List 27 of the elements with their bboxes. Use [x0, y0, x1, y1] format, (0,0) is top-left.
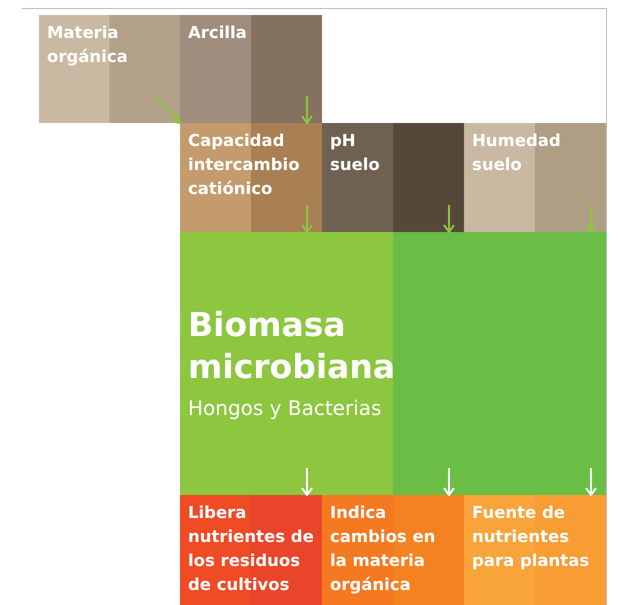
tile-label: Arcilla	[188, 22, 247, 44]
tile	[180, 15, 322, 123]
tile	[464, 495, 606, 605]
arrow	[585, 205, 597, 233]
arrow	[443, 468, 455, 496]
tile	[180, 232, 606, 495]
tile-subtitle: Hongos y Bacterias	[188, 395, 382, 422]
arrow	[443, 205, 455, 233]
tile	[322, 495, 464, 605]
arrow	[301, 468, 313, 496]
tile-label: Capacidad intercambio catiónico	[188, 130, 301, 200]
tile	[464, 123, 606, 232]
tile	[39, 15, 180, 123]
tile-label: Humedad suelo	[472, 130, 562, 176]
tile-label: Libera nutrientes de los residuos de cultivos	[188, 502, 314, 596]
tile	[322, 123, 464, 232]
tile-title: Biomasa microbiana	[188, 304, 396, 388]
arrow	[301, 96, 313, 124]
arrow	[585, 468, 597, 496]
tile-label: pH suelo	[330, 130, 381, 176]
tile	[180, 495, 322, 605]
tile	[180, 123, 322, 232]
tile-label: Materia orgánica	[47, 22, 129, 68]
tile-label: Fuente de nutrientes para plantas	[472, 502, 590, 572]
arrow	[155, 97, 181, 124]
tile-label: Indica cambios en la materia orgánica	[330, 502, 436, 596]
arrow	[301, 205, 313, 233]
